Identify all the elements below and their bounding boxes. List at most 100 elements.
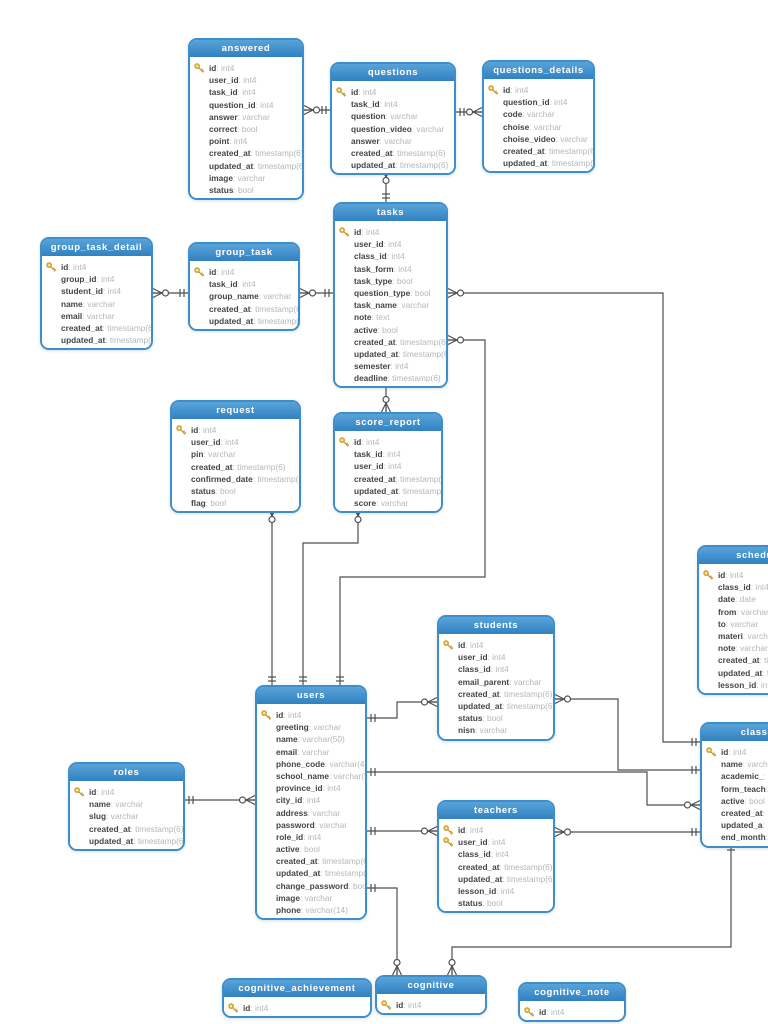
field-row-created_at: created_at: timestamp(6) (42, 322, 151, 334)
cardinality-many-glyph (690, 799, 701, 806)
field-name: to (718, 618, 726, 629)
field-type: : varchar (742, 759, 768, 770)
field-row-phone_code: phone_code: varchar(4) (257, 758, 365, 770)
field-name: address (276, 807, 308, 818)
field-row-user_id: user_id: int4 (439, 836, 553, 848)
field-name: updated_at (276, 868, 321, 879)
field-name: lesson_id (718, 679, 757, 690)
field-name: created_at (89, 823, 131, 834)
field-row-academic_: academic_: (702, 770, 768, 782)
field-name: user_id (458, 837, 488, 848)
field-name: created_at (503, 145, 545, 156)
cardinality-many-glyph (391, 965, 398, 976)
field-type: : varchar (297, 746, 330, 757)
field-row-updated_at: updated_at: timestamp(6) (257, 867, 365, 879)
primary-key-icon (194, 63, 205, 74)
cardinality-many-glyph (427, 701, 438, 708)
cardinality-many-glyph (554, 831, 565, 838)
field-type: : bool (744, 795, 765, 806)
cardinality-many-glyph (245, 799, 256, 806)
field-name: created_at (61, 322, 103, 333)
field-name: task_form (354, 263, 394, 274)
field-row-id: id: int4 (224, 1002, 370, 1014)
cardinality-many-glyph (447, 334, 458, 341)
field-type: : timestamp(6) (499, 688, 553, 699)
field-name: updated_at (503, 158, 548, 169)
field-type: : int4 (383, 461, 402, 472)
field-name: task_id (351, 99, 380, 110)
field-row-choise_video: choise_video: varchar (484, 133, 593, 145)
field-row-id: id: int4 (377, 999, 485, 1011)
primary-key-icon (261, 710, 272, 721)
primary-key-icon (339, 227, 350, 238)
primary-key-icon (46, 262, 57, 273)
field-name: image (276, 892, 300, 903)
cardinality-many-glyph (472, 111, 483, 118)
field-name: group_name (209, 291, 259, 302)
field-name: question_id (209, 99, 256, 110)
field-name: phone_code (276, 758, 325, 769)
field-type: : int4 (496, 885, 515, 896)
table-title-questions: questions (332, 64, 454, 83)
field-row-id: id: int4 (70, 786, 183, 798)
cardinality-many-circle (683, 801, 692, 809)
field-type: : int4 (382, 449, 401, 460)
field-name: created_at (458, 688, 500, 699)
cardinality-many-glyph (451, 965, 458, 976)
field-type: : int4 (750, 582, 768, 593)
table-title-teachers: teachers (439, 802, 553, 821)
field-name: id (503, 85, 511, 95)
field-name: user_id (458, 652, 488, 663)
field-row-group_name: group_name: varchar (190, 290, 298, 302)
field-name: created_at (354, 336, 396, 347)
field-type: : int4 (237, 279, 256, 290)
field-row-id: id: int4 (520, 1006, 624, 1018)
field-name: id (209, 267, 217, 277)
field-type: : timestamp(6) (759, 655, 768, 666)
field-row-task_id: task_id: int4 (190, 86, 302, 98)
field-type: : varchar (736, 606, 768, 617)
field-name: class_id (354, 251, 387, 262)
cardinality-many-glyph (303, 104, 314, 111)
cardinality-many-glyph (472, 106, 483, 113)
field-name: task_id (209, 279, 238, 290)
field-name: name (276, 734, 298, 745)
cardinality-many-circle (354, 515, 362, 524)
field-row-id: id: int4 (699, 569, 768, 581)
field-row-student_id: student_id: int4 (42, 285, 151, 297)
field-name: updated_at (351, 160, 396, 171)
field-row-user_id: user_id: int4 (172, 436, 299, 448)
field-type: : date (735, 594, 756, 605)
field-name: id (243, 1003, 251, 1013)
field-name: active (354, 324, 378, 335)
primary-key-icon (336, 87, 347, 98)
table-title-group_task_detail: group_task_detail (42, 239, 151, 258)
field-type: : int4 (322, 783, 341, 794)
cardinality-many-circle (268, 515, 276, 524)
field-name: task_type (354, 275, 393, 286)
field-type: : varchar(4) (324, 758, 365, 769)
